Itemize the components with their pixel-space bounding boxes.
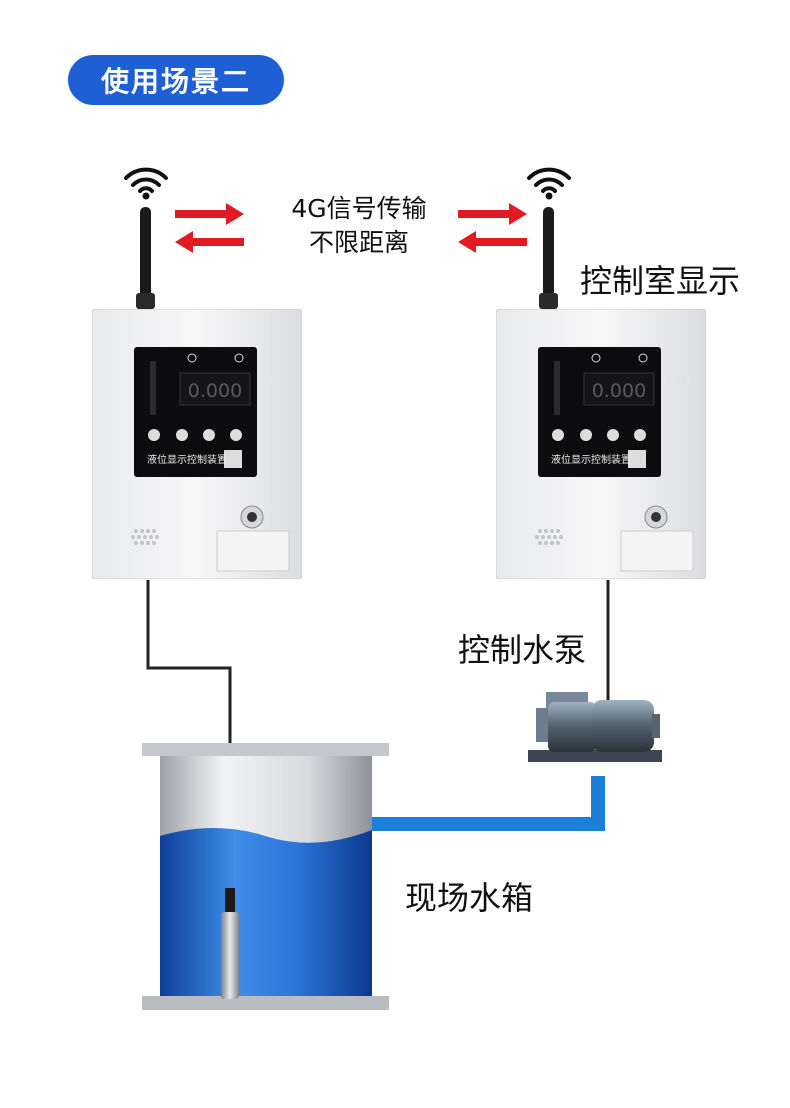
wifi-dot-right xyxy=(545,192,553,200)
tank-label: 现场水箱 xyxy=(405,879,534,917)
controller-device-control-room xyxy=(496,309,706,579)
level-probe xyxy=(221,888,239,999)
antenna-right xyxy=(539,207,558,309)
signal-caption: 4G信号传输 不限距离 xyxy=(259,192,459,260)
signal-line-1: 4G信号传输 xyxy=(291,194,427,223)
wifi-dot-left xyxy=(142,192,150,200)
wifi-icon-right xyxy=(527,167,571,193)
arrow-pair-left xyxy=(175,203,244,253)
water-fill xyxy=(160,828,372,1008)
wifi-icon-left xyxy=(124,167,168,193)
antenna-left xyxy=(136,207,155,309)
signal-line-2: 不限距离 xyxy=(308,228,409,257)
arrow-pair-right xyxy=(458,203,527,253)
scene-title-badge: 使用场景二 xyxy=(68,55,284,105)
water-pipe xyxy=(372,776,605,831)
water-tank xyxy=(142,743,389,1010)
control-room-label: 控制室显示 xyxy=(580,262,741,300)
pump-label: 控制水泵 xyxy=(458,631,587,669)
controller-device-field xyxy=(92,309,302,579)
water-pump xyxy=(528,692,662,762)
